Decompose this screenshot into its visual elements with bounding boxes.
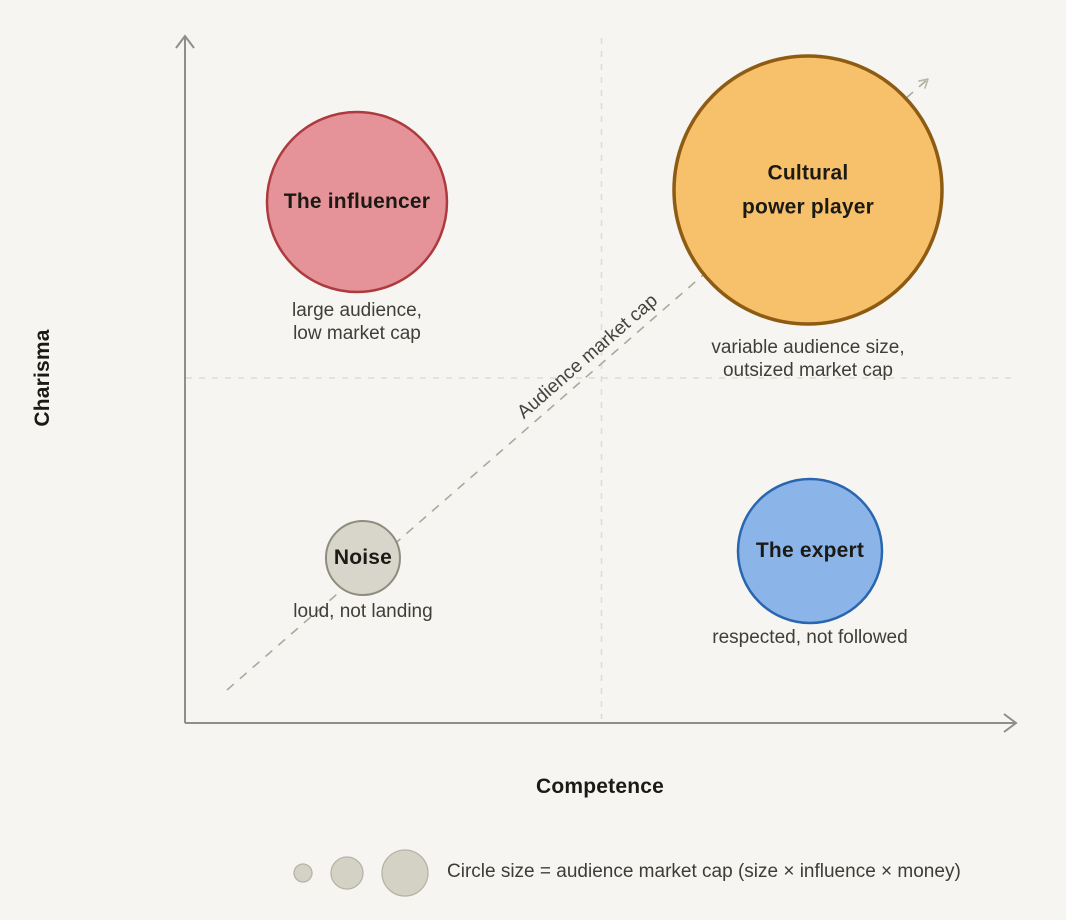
x-axis-arrow-icon (1003, 713, 1018, 733)
legend-size-circle-3 (381, 849, 429, 897)
bubble-cultural-power-player (672, 54, 944, 326)
trend-arrow-icon (918, 78, 929, 89)
bubble-the-expert (736, 477, 884, 625)
legend-size-circle-2 (330, 856, 364, 890)
bubble-noise (324, 520, 401, 597)
bubble-the-influencer (265, 110, 449, 294)
y-axis-arrow-icon (175, 34, 195, 49)
legend-size-circle-1 (293, 863, 313, 883)
